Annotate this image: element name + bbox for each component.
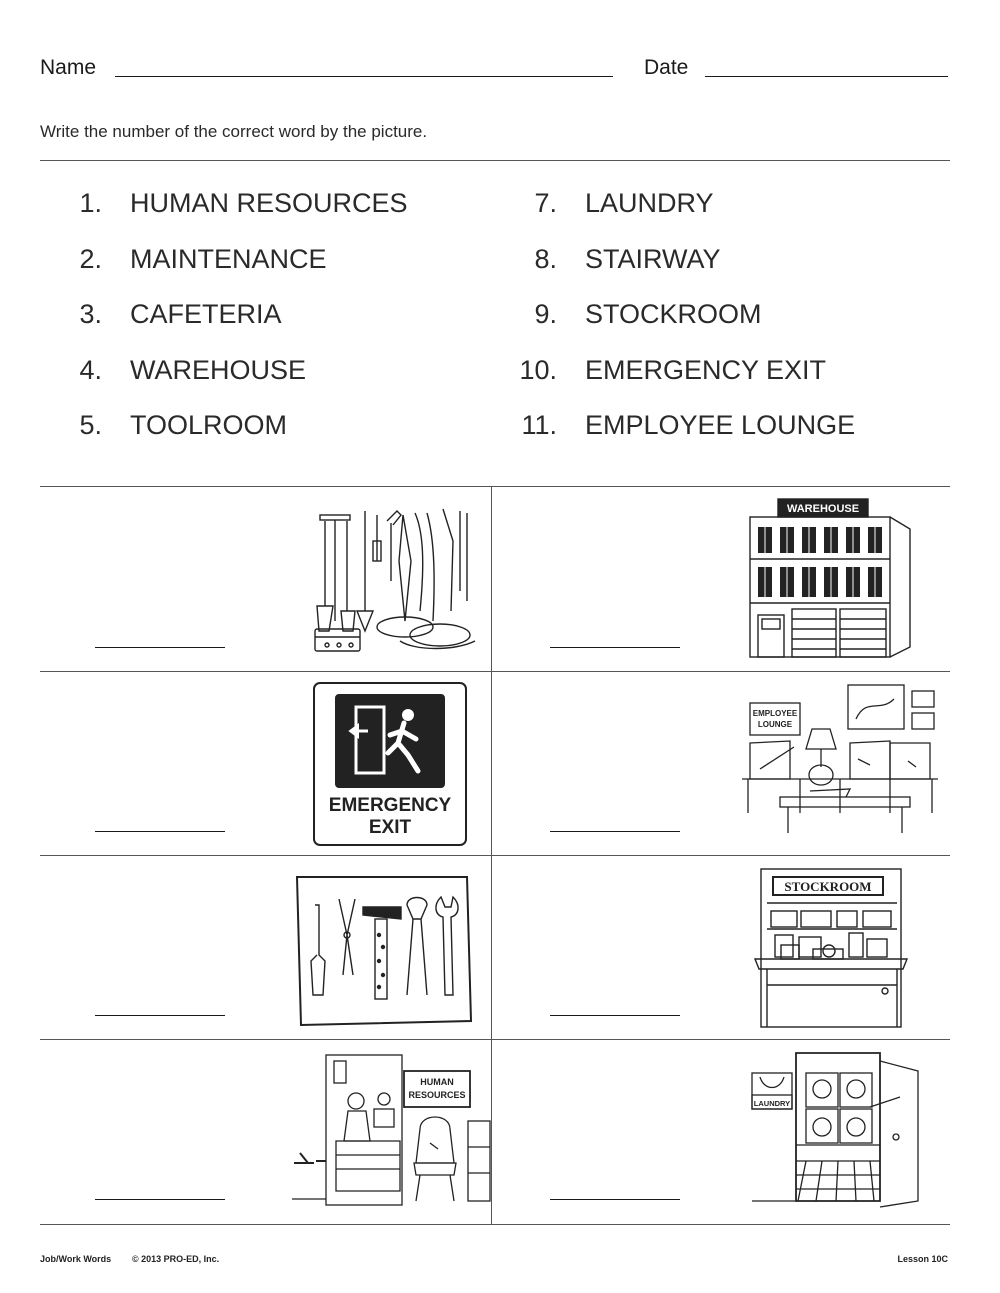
answer-blank[interactable]	[550, 1015, 680, 1016]
tool-board-icon	[295, 875, 475, 1027]
picture-cell-warehouse: WAREHOUSE	[495, 487, 950, 671]
hr-sign-line1: HUMAN	[420, 1077, 454, 1087]
word-text: CAFETERIA	[130, 299, 282, 329]
word-number: 11.	[521, 410, 557, 440]
answer-blank[interactable]	[550, 647, 680, 648]
hr-sign-line2: RESOURCES	[408, 1090, 465, 1100]
exit-sign-line1: EMERGENCY	[329, 795, 452, 816]
footer-series: Job/Work Words	[40, 1254, 112, 1264]
word-text: STOCKROOM	[585, 299, 762, 329]
grid-divider	[40, 1039, 950, 1040]
lounge-sign-line1: EMPLOYEE	[753, 709, 798, 718]
footer-lesson: Lesson 10C	[897, 1254, 948, 1264]
answer-blank[interactable]	[95, 1015, 225, 1016]
lounge-sign-line2: LOUNGE	[758, 720, 793, 729]
word-number: 2.	[79, 243, 102, 274]
answer-blank[interactable]	[550, 1199, 680, 1200]
date-field[interactable]	[705, 76, 948, 77]
word-number: 4.	[79, 354, 102, 385]
footer-copyright: © 2013 PRO-ED, Inc.	[132, 1254, 220, 1264]
laundry-room-icon: LAUNDRY	[750, 1051, 930, 1213]
word-text: MAINTENANCE	[130, 243, 327, 274]
picture-cell-stockroom: STOCKROOM	[495, 855, 950, 1039]
answer-blank[interactable]	[95, 831, 225, 832]
word-text: EMPLOYEE LOUNGE	[585, 410, 856, 440]
date-label: Date	[644, 56, 689, 79]
word-number: 1.	[79, 188, 102, 218]
emergency-exit-sign-icon: EMERGENCY EXIT	[312, 681, 468, 847]
grid-divider	[40, 671, 950, 672]
laundry-sign: LAUNDRY	[754, 1099, 790, 1108]
instructions: Write the number of the correct word by …	[40, 122, 428, 141]
name-field[interactable]	[115, 76, 613, 77]
answer-blank[interactable]	[550, 831, 680, 832]
picture-grid: WAREHOUSE	[40, 486, 950, 1225]
picture-cell-laundry: LAUNDRY	[495, 1039, 950, 1223]
warehouse-building-icon: WAREHOUSE	[748, 497, 913, 659]
word-number: 5.	[79, 410, 102, 440]
lounge-room-icon: EMPLOYEE LOUNGE	[740, 683, 940, 843]
picture-cell-toolroom	[40, 855, 495, 1039]
answer-blank[interactable]	[95, 647, 225, 648]
cleaning-tools-icon	[305, 501, 480, 659]
word-number: 3.	[79, 299, 102, 329]
word-number: 9.	[534, 299, 557, 329]
word-number: 7.	[534, 188, 557, 218]
office-room-icon: HUMAN RESOURCES	[290, 1051, 495, 1211]
word-text: TOOLROOM	[130, 410, 288, 440]
header: Name Date	[40, 56, 950, 86]
name-label: Name	[40, 56, 97, 79]
word-text: LAUNDRY	[585, 188, 714, 218]
word-text: HUMAN RESOURCES	[130, 188, 408, 218]
picture-cell-human-resources: HUMAN RESOURCES	[40, 1039, 495, 1223]
grid-divider	[40, 855, 950, 856]
word-text: WAREHOUSE	[130, 354, 307, 385]
exit-sign-line2: EXIT	[369, 817, 412, 838]
word-number: 10.	[519, 354, 557, 385]
word-text: STAIRWAY	[585, 243, 721, 274]
picture-cell-maintenance	[40, 487, 495, 671]
word-number: 8.	[534, 243, 557, 274]
stockroom-sign: STOCKROOM	[784, 879, 871, 894]
picture-cell-employee-lounge: EMPLOYEE LOUNGE	[495, 671, 950, 855]
warehouse-sign: WAREHOUSE	[787, 503, 859, 515]
answer-blank[interactable]	[95, 1199, 225, 1200]
word-text: EMERGENCY EXIT	[585, 354, 827, 385]
stockroom-shelves-icon: STOCKROOM	[753, 867, 913, 1029]
divider	[40, 160, 950, 161]
picture-cell-emergency-exit: EMERGENCY EXIT	[40, 671, 495, 855]
